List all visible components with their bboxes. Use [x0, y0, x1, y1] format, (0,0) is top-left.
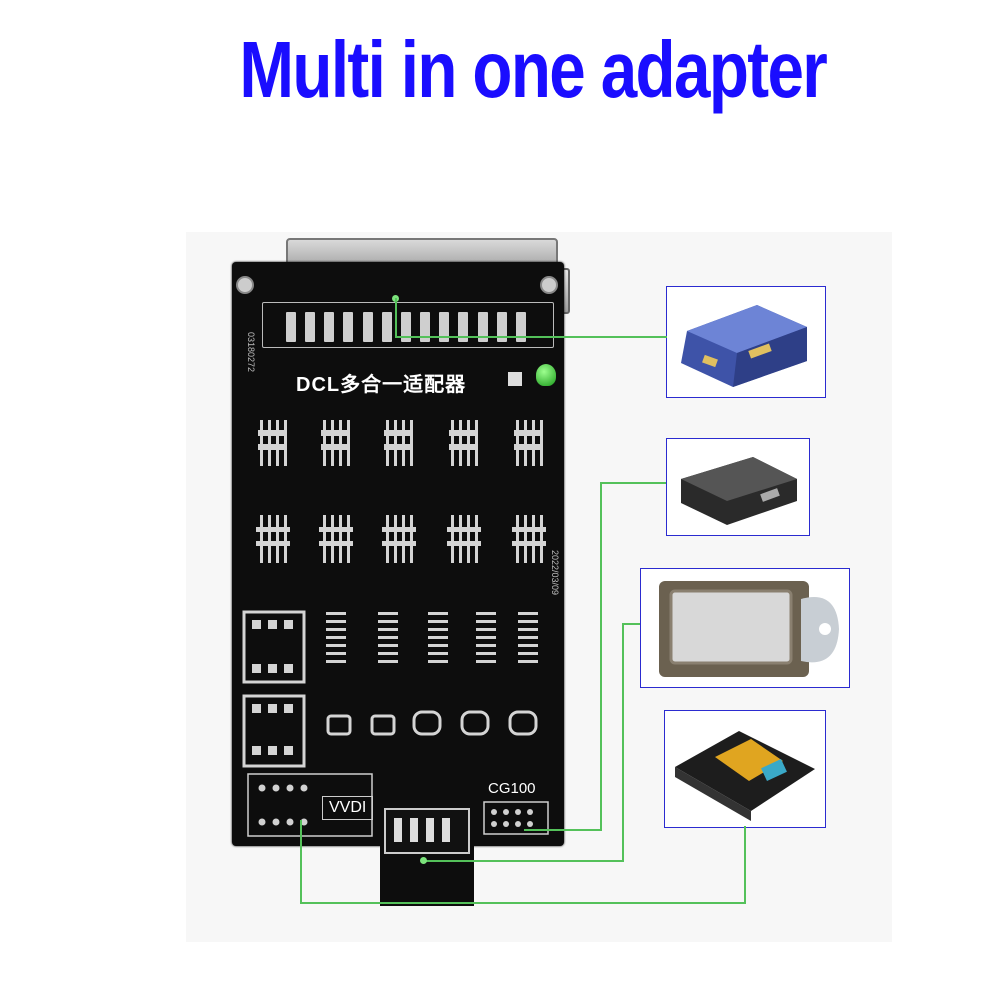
status-led-icon	[536, 364, 556, 386]
xprog-device-icon	[675, 731, 815, 821]
device-frame-4	[664, 710, 826, 828]
mount-hole-left	[236, 276, 254, 294]
blue-programmer-icon	[681, 305, 807, 387]
pin-header-frame	[262, 302, 554, 348]
device-frame-1	[666, 286, 826, 398]
vvdi-label: VVDI	[322, 796, 374, 820]
bottom-pin-header	[384, 808, 470, 854]
brand-label: DCL多合一适配器	[296, 374, 467, 396]
smd-component	[508, 372, 522, 386]
device-frame-2	[666, 438, 810, 536]
black-probe-icon	[681, 457, 797, 525]
serial-label: 03180272	[246, 332, 256, 373]
cg100-label: CG100	[488, 780, 536, 797]
device-frame-3	[640, 568, 850, 688]
mount-hole-right	[540, 276, 558, 294]
pcb-board	[232, 262, 564, 846]
dsub-pins	[286, 312, 526, 344]
date-label: 2022/03/09	[550, 550, 560, 596]
key-programmer-icon	[659, 581, 839, 677]
page-title: Multi in one adapter	[239, 25, 827, 114]
